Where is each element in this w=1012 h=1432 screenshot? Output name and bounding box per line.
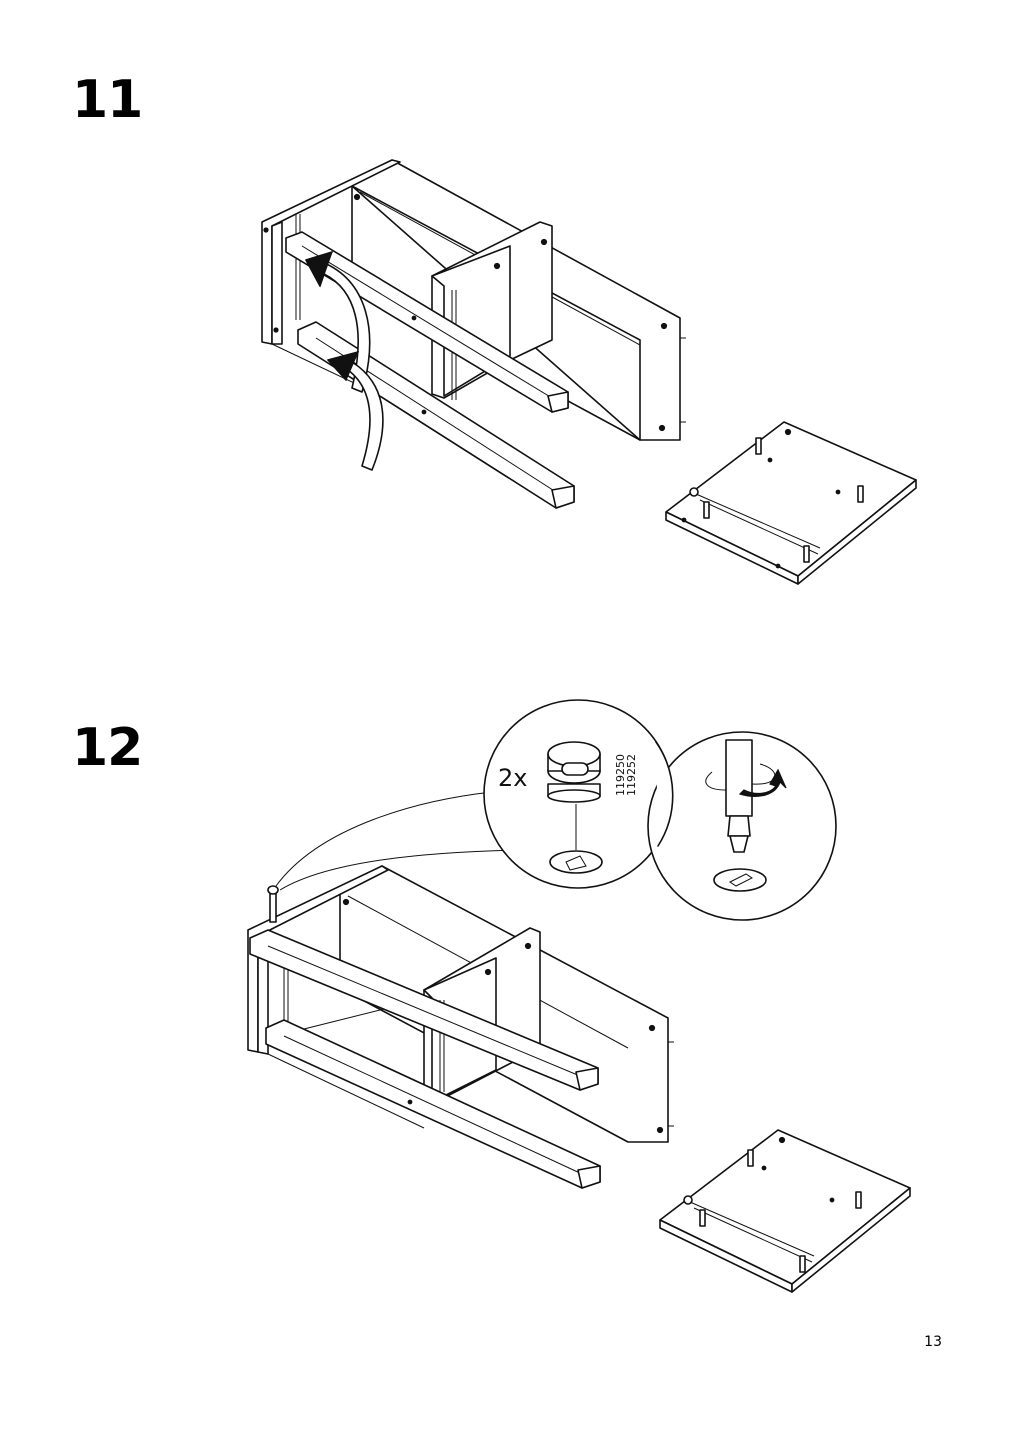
page-number: 13 [924, 1334, 942, 1350]
step-11-cabinet-frame [261, 159, 686, 441]
step-12-number: 12 [72, 718, 143, 778]
step-12-rails [249, 929, 601, 1189]
step-11-number: 11 [72, 70, 143, 130]
step-12-top-panel [659, 1129, 911, 1293]
step-12-detail-callout [275, 699, 837, 921]
step-11-rotate-arrows [305, 251, 384, 471]
part-number-1: 119250 [614, 754, 627, 796]
step-11-top-panel [665, 421, 917, 585]
quantity-label: 2x [498, 764, 527, 792]
step-12-cabinet-frame [247, 865, 674, 1143]
part-number-2: 119252 [625, 754, 638, 796]
